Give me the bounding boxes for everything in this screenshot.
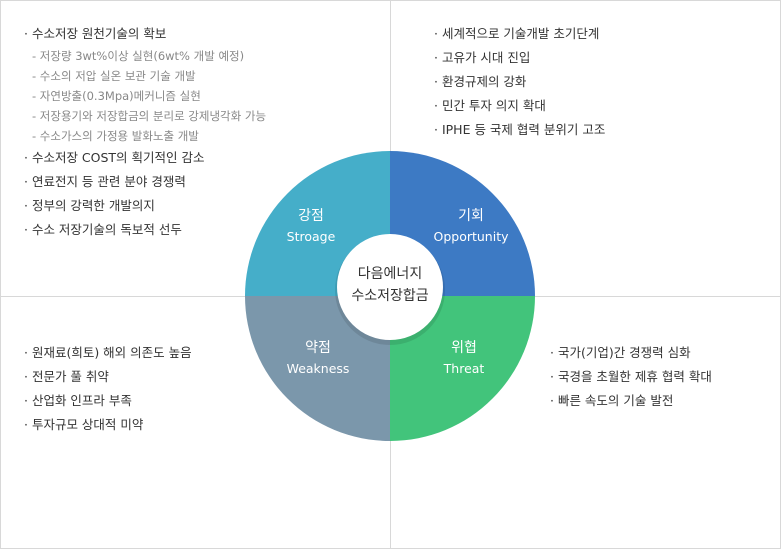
center-circle [337,234,443,340]
opportunity-title: 기회 [458,208,484,224]
list-item: · 산업화 인프라 부족 [24,393,132,408]
strength-subtitle: Stroage [287,229,336,244]
list-item: · 국경을 초월한 제휴 협력 확대 [550,369,712,384]
threats-list: · 국가(기업)간 경쟁력 심화 · 국경을 초월한 제휴 협력 확대 · 빠른 속… [550,341,712,413]
list-item: · 투자규모 상대적 미약 [24,417,144,432]
list-item: · 국가(기업)간 경쟁력 심화 [550,345,691,360]
weaknesses-list: · 원재료(희토) 해외 의존도 높음 · 전문가 풀 취약 · 산업화 인프라 부… [24,341,192,437]
list-item: · 정부의 강력한 개발의지 [24,198,155,213]
list-item: · 고유가 시대 진입 [434,50,531,65]
list-item: · 환경규제의 강화 [434,74,527,89]
list-item: · 세계적으로 기술개발 초기단계 [434,26,600,41]
weakness-segment [245,296,390,441]
list-item: · 연료전지 등 관련 분야 경쟁력 [24,174,186,189]
weakness-title: 약점 [305,340,331,356]
center-label-line1: 다음에너지 [358,266,422,282]
list-item: · 빠른 속도의 기술 발전 [550,393,674,408]
list-item: · 민간 투자 의지 확대 [434,98,546,113]
weakness-subtitle: Weakness [287,361,350,376]
threat-segment [390,296,535,441]
list-subitem: - 저장용기와 저장합금의 분리로 강제냉각화 가능 [32,109,267,123]
list-subitem: - 자연방출(0.3Mpa)메커니즘 실현 [32,89,201,103]
list-item: · 수소저장 COST의 획기적인 감소 [24,150,205,165]
list-item: · 수소저장 원천기술의 확보 [24,26,167,41]
list-subitem: - 수소의 저압 실온 보관 기술 개발 [32,69,196,83]
center-label-line2: 수소저장합금 [351,288,428,304]
list-subitem: - 수소가스의 가정용 발화노출 개발 [32,129,199,143]
opportunities-list: · 세계적으로 기술개발 초기단계 · 고유가 시대 진입 · 환경규제의 강화 · … [434,22,605,142]
list-item: · 전문가 풀 취약 [24,369,109,384]
strength-title: 강점 [298,208,324,224]
threat-title: 위협 [451,340,477,356]
list-item: · 수소 저장기술의 독보적 선두 [24,222,182,237]
list-subitem: - 저장량 3wt%이상 실현(6wt% 개발 예정) [32,49,245,63]
opportunity-subtitle: Opportunity [433,229,509,244]
list-item: · 원재료(희토) 해외 의존도 높음 [24,345,192,360]
list-item: · IPHE 등 국제 협력 분위기 고조 [434,122,606,137]
threat-subtitle: Threat [443,361,485,376]
strengths-list: · 수소저장 원천기술의 확보 - 저장량 3wt%이상 실현(6wt% 개발 예… [24,22,266,242]
